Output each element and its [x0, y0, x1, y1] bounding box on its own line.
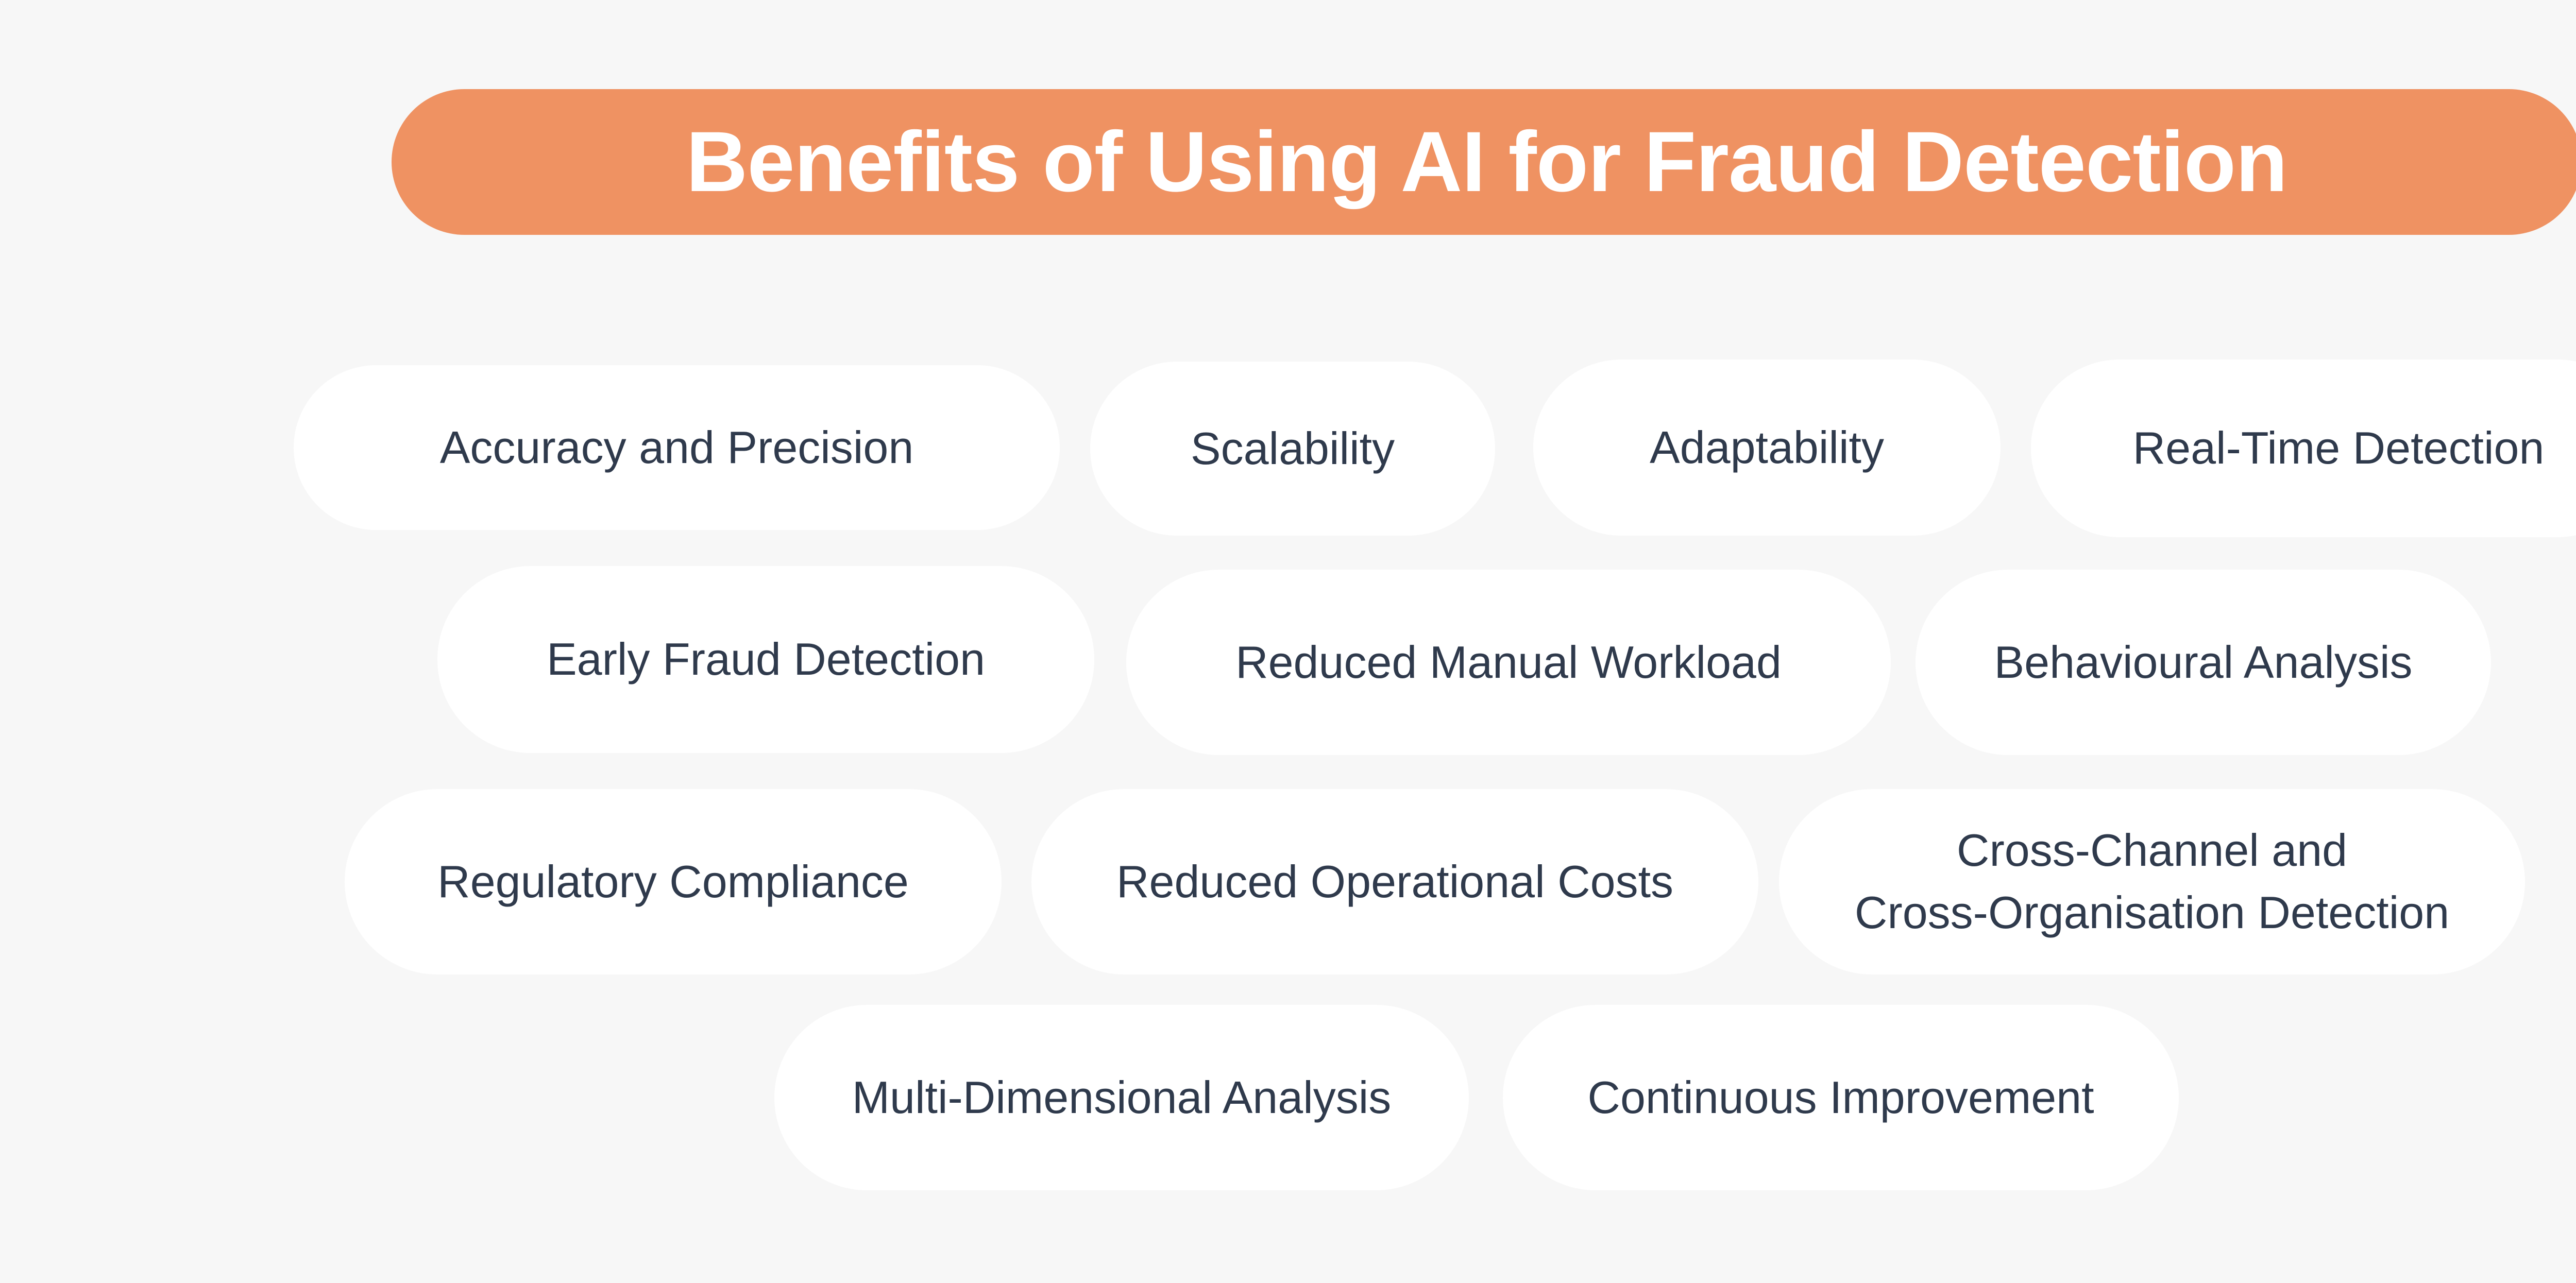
- benefit-pill-reduced-manual-workload: Reduced Manual Workload: [1126, 570, 1891, 755]
- benefit-pill-cross-channel-detection: Cross-Channel and Cross-Organisation Det…: [1779, 789, 2525, 974]
- benefit-pill-real-time-detection: Real-Time Detection: [2031, 360, 2576, 537]
- benefit-label: Multi-Dimensional Analysis: [852, 1071, 1392, 1123]
- benefit-label: Behavioural Analysis: [1994, 636, 2413, 688]
- benefit-pill-multi-dimensional-analysis: Multi-Dimensional Analysis: [774, 1005, 1469, 1190]
- benefit-pill-behavioural-analysis: Behavioural Analysis: [1916, 570, 2491, 755]
- benefit-label: Scalability: [1190, 422, 1395, 474]
- benefit-label: Regulatory Compliance: [437, 856, 909, 907]
- title-banner: Benefits of Using AI for Fraud Detection: [392, 89, 2576, 235]
- page-title: Benefits of Using AI for Fraud Detection: [686, 114, 2287, 210]
- benefit-pill-reduced-operational-costs: Reduced Operational Costs: [1031, 789, 1758, 974]
- benefit-label: Early Fraud Detection: [546, 634, 986, 685]
- benefit-pill-regulatory-compliance: Regulatory Compliance: [345, 789, 1002, 974]
- benefit-pill-early-fraud-detection: Early Fraud Detection: [437, 566, 1094, 753]
- benefit-label: Adaptability: [1650, 421, 1884, 473]
- benefit-label: Real-Time Detection: [2132, 422, 2545, 474]
- benefit-label: Cross-Channel and Cross-Organisation Det…: [1854, 825, 2450, 938]
- benefit-pill-accuracy-and-precision: Accuracy and Precision: [294, 365, 1060, 530]
- benefit-pill-continuous-improvement: Continuous Improvement: [1503, 1005, 2179, 1190]
- benefit-label: Accuracy and Precision: [439, 421, 914, 473]
- benefit-pill-scalability: Scalability: [1090, 362, 1495, 536]
- benefit-label: Continuous Improvement: [1587, 1071, 2094, 1123]
- benefit-label: Reduced Manual Workload: [1235, 636, 1782, 688]
- benefit-label: Reduced Operational Costs: [1116, 856, 1674, 907]
- benefit-pill-adaptability: Adaptability: [1533, 360, 2001, 536]
